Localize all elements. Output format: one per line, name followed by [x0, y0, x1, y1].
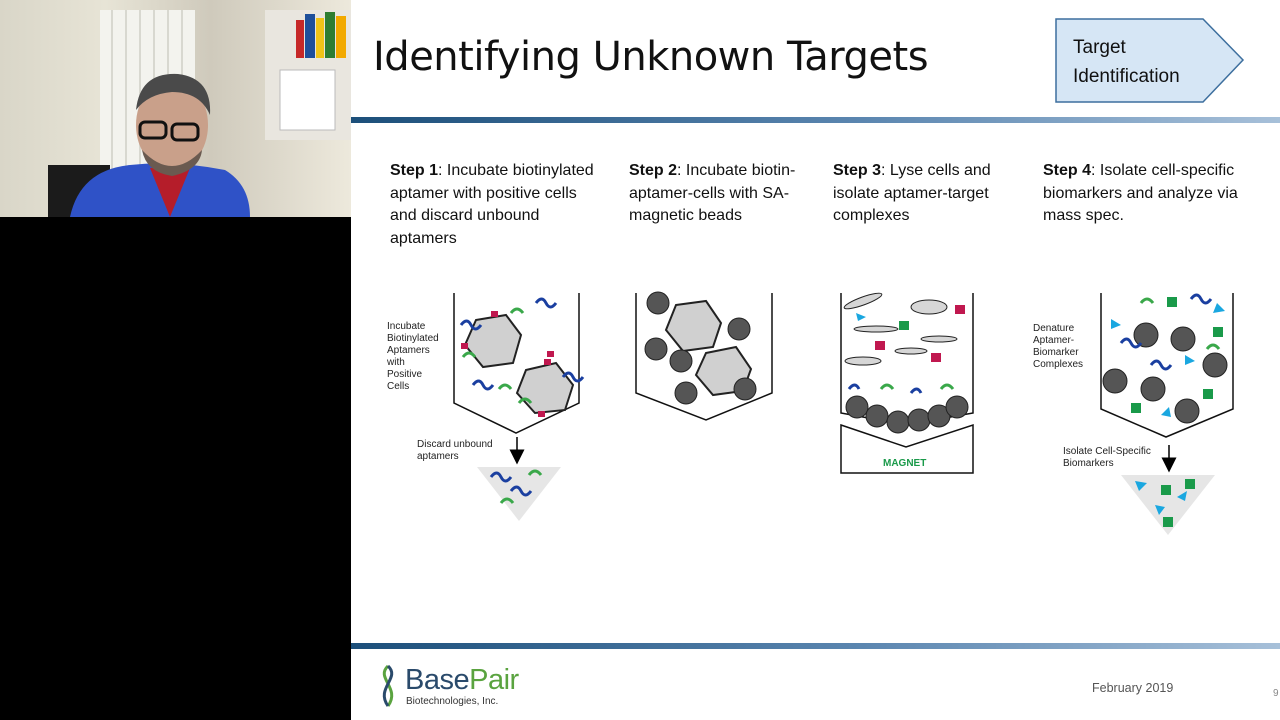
- step-4-description: : Isolate cell-specific biomarkers and a…: [1043, 162, 1238, 224]
- isolate-label-2: Biomarkers: [1063, 458, 1114, 469]
- badge-line1: Target: [1073, 37, 1127, 58]
- discard-label-1: Discard unbound: [417, 439, 493, 450]
- logo-subtitle: Biotechnologies, Inc.: [406, 696, 499, 707]
- denature-label-4: Complexes: [1033, 359, 1083, 370]
- logo-base: Base: [405, 664, 470, 696]
- magnet: [840, 423, 974, 474]
- incubate-label-1: Incubate: [387, 321, 426, 332]
- logo-pair: Pair: [469, 664, 519, 696]
- presentation-slide: Identifying Unknown Targets Target Ident…: [351, 0, 1280, 720]
- header-divider: [351, 117, 1280, 123]
- isolate-label-1: Isolate Cell-Specific: [1063, 446, 1151, 457]
- incubate-label-2: Biotinylated: [387, 333, 439, 344]
- left-panel: [0, 0, 351, 720]
- step-1-tube: [453, 293, 580, 434]
- slide-date: February 2019: [1092, 681, 1174, 695]
- step-4-tube: [1100, 293, 1234, 438]
- step-1-text: Step 1: Incubate biotinylated aptamer wi…: [390, 160, 605, 250]
- step-4-text: Step 4: Isolate cell-specific biomarkers…: [1043, 160, 1243, 228]
- footer-divider: [351, 643, 1280, 649]
- step-2-label: Step 2: [629, 162, 678, 179]
- step-1-diagram: Incubate Biotinylated Aptamers with Posi…: [386, 293, 585, 521]
- webcam-scene: [48, 10, 351, 217]
- step-4-label: Step 4: [1043, 162, 1092, 179]
- denature-label-2: Aptamer-: [1033, 335, 1074, 346]
- step-2-diagram: [635, 291, 773, 421]
- incubate-label-4: with: [386, 357, 405, 368]
- denature-label-3: Biomarker: [1033, 347, 1079, 358]
- step-1-description: : Incubate biotinylated aptamer with pos…: [390, 162, 594, 247]
- denature-label-1: Denature: [1033, 323, 1075, 334]
- page-number: 9: [1273, 688, 1279, 699]
- cell-2: [515, 361, 575, 415]
- target-identification-badge: Target Identification: [1055, 18, 1245, 103]
- cell-3: [664, 299, 723, 353]
- step-1-label: Step 1: [390, 162, 439, 179]
- waste-funnel: [477, 467, 561, 521]
- step-3-diagram: MAGNET: [840, 292, 974, 474]
- badge-line2: Identification: [1073, 66, 1180, 87]
- biomarker-funnel: [1121, 475, 1215, 535]
- discard-label-2: aptamers: [417, 451, 459, 462]
- step-2-tube: [635, 293, 773, 421]
- cell-1: [463, 313, 523, 369]
- step-2-description: : Incubate biotin-aptamer-cells with SA-…: [629, 162, 796, 224]
- step-4-diagram: Denature Aptamer- Biomarker Complexes: [1033, 293, 1234, 535]
- workflow-diagram: Incubate Biotinylated Aptamers with Posi…: [386, 291, 1234, 535]
- incubate-label-3: Aptamers: [387, 345, 430, 356]
- basepair-logo-icon: [382, 664, 394, 707]
- incubate-label-5: Positive: [387, 369, 422, 380]
- webcam-video: [0, 0, 351, 217]
- magnet-label: MAGNET: [883, 458, 926, 469]
- step-3-text: Step 3: Lyse cells and isolate aptamer-t…: [833, 160, 1018, 228]
- step-3-description: : Lyse cells and isolate aptamer-target …: [833, 162, 991, 224]
- basepair-logo-text: BasePair: [405, 664, 519, 697]
- step-2-text: Step 2: Incubate biotin-aptamer-cells wi…: [629, 160, 819, 228]
- step-3-label: Step 3: [833, 162, 882, 179]
- slide-title: Identifying Unknown Targets: [373, 34, 929, 80]
- incubate-label-6: Cells: [387, 381, 409, 392]
